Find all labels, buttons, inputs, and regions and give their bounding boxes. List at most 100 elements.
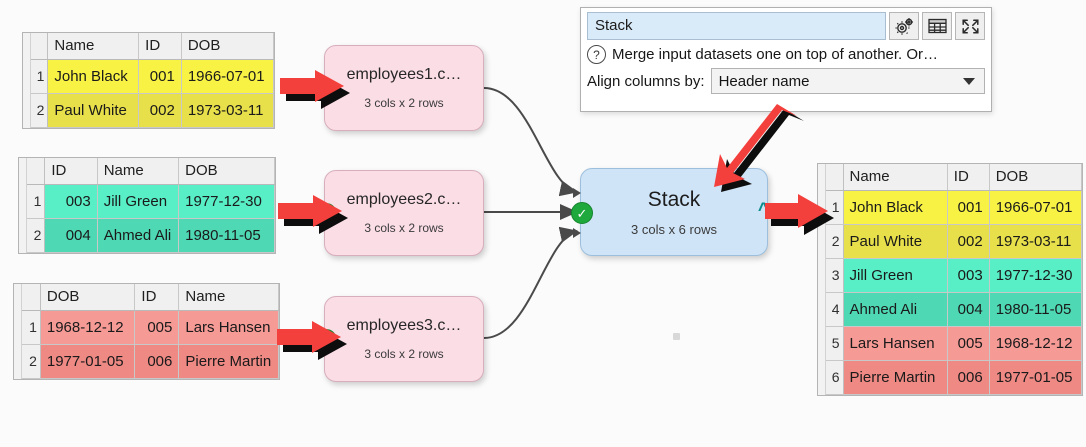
table-icon[interactable] <box>922 12 952 40</box>
cell-id[interactable]: 004 <box>44 218 98 253</box>
column-header[interactable]: Name <box>47 33 140 60</box>
table-row[interactable]: 2 Paul White 002 1973-03-11 <box>825 224 1083 259</box>
node-subtitle: 3 cols x 2 rows <box>364 221 444 235</box>
cell-name[interactable]: Lars Hansen <box>843 326 948 361</box>
cell-name[interactable]: Paul White <box>47 93 140 128</box>
cell-name[interactable]: Ahmed Ali <box>843 292 948 327</box>
column-header[interactable]: ID <box>947 164 990 191</box>
status-ok-icon: ✓ <box>571 202 593 224</box>
cell-id[interactable]: 006 <box>134 344 180 379</box>
row-number: 2 <box>825 224 844 259</box>
table-row[interactable]: 2 Paul White 002 1973-03-11 <box>30 93 275 128</box>
cell-dob[interactable]: 1966-07-01 <box>989 190 1083 225</box>
gears-icon[interactable] <box>889 12 919 40</box>
input-port-1[interactable] <box>573 188 581 198</box>
cell-name[interactable]: Jill Green <box>843 258 948 293</box>
cell-dob[interactable]: 1980-11-05 <box>989 292 1083 327</box>
column-header[interactable]: ID <box>44 158 98 185</box>
row-number: 5 <box>825 326 844 361</box>
input-table-employees1[interactable]: Name ID DOB 1 John Black 001 1966-07-01 … <box>22 32 275 129</box>
table-row[interactable]: 2 1977-01-05 006 Pierre Martin <box>21 344 279 379</box>
table-row[interactable]: 1 John Black 001 1966-07-01 <box>30 59 275 94</box>
table-row[interactable]: 4 Ahmed Ali 004 1980-11-05 <box>825 292 1083 327</box>
corner-cell <box>21 284 41 311</box>
table-row[interactable]: 5 Lars Hansen 005 1968-12-12 <box>825 326 1083 361</box>
table2-scrollbar[interactable] <box>19 158 27 253</box>
question-icon[interactable]: ? <box>587 45 606 64</box>
cell-name[interactable]: Lars Hansen <box>178 310 279 345</box>
cell-id[interactable]: 006 <box>947 360 990 395</box>
status-ok-icon: ✓ <box>315 203 337 225</box>
corner-cell <box>825 164 844 191</box>
table-row[interactable]: 6 Pierre Martin 006 1977-01-05 <box>825 360 1083 395</box>
input-table-employees3[interactable]: DOB ID Name 1 1968-12-12 005 Lars Hansen… <box>13 283 280 380</box>
column-header[interactable]: Name <box>97 158 180 185</box>
column-header[interactable]: DOB <box>989 164 1083 191</box>
cell-dob[interactable]: 1977-12-30 <box>178 184 275 219</box>
cell-id[interactable]: 004 <box>947 292 990 327</box>
output-table-scrollbar[interactable] <box>818 164 826 395</box>
column-header[interactable]: ID <box>138 33 182 60</box>
node-stack[interactable]: ✓ Stack 3 cols x 6 rows ^ <box>571 168 769 256</box>
cell-id[interactable]: 005 <box>134 310 180 345</box>
expand-icon[interactable] <box>955 12 985 40</box>
cell-name[interactable]: Ahmed Ali <box>97 218 180 253</box>
cell-dob[interactable]: 1977-01-05 <box>989 360 1083 395</box>
column-header[interactable]: Name <box>843 164 948 191</box>
node-title: employees3.c… <box>346 317 462 334</box>
cell-name[interactable]: John Black <box>47 59 140 94</box>
node-name-input[interactable]: Stack <box>587 12 886 40</box>
table-row[interactable]: 2 004 Ahmed Ali 1980-11-05 <box>26 218 275 253</box>
node-title: Stack <box>647 187 701 211</box>
cell-id[interactable]: 003 <box>44 184 98 219</box>
table-row[interactable]: 1 1968-12-12 005 Lars Hansen <box>21 310 279 345</box>
cell-name[interactable]: Pierre Martin <box>843 360 948 395</box>
cell-dob[interactable]: 1980-11-05 <box>178 218 275 253</box>
input-table-employees2[interactable]: ID Name DOB 1 003 Jill Green 1977-12-30 … <box>18 157 276 254</box>
node-settings-panel[interactable]: Stack <box>580 7 992 112</box>
cell-dob[interactable]: 1977-12-30 <box>989 258 1083 293</box>
cell-id[interactable]: 001 <box>947 190 990 225</box>
column-header[interactable]: DOB <box>181 33 275 60</box>
node-employees1[interactable]: ✓ employees1.c… 3 cols x 2 rows <box>315 45 484 131</box>
cell-id[interactable]: 002 <box>138 93 182 128</box>
align-columns-select[interactable]: Header name <box>710 68 985 94</box>
cell-name[interactable]: Pierre Martin <box>178 344 279 379</box>
panel-name-row: Stack <box>581 8 991 44</box>
row-number: 6 <box>825 360 844 395</box>
cell-dob[interactable]: 1968-12-12 <box>40 310 136 345</box>
cell-dob[interactable]: 1973-03-11 <box>989 224 1083 259</box>
column-header[interactable]: DOB <box>40 284 136 311</box>
cell-dob[interactable]: 1973-03-11 <box>181 93 275 128</box>
table-row[interactable]: 1 003 Jill Green 1977-12-30 <box>26 184 275 219</box>
cell-id[interactable]: 001 <box>138 59 182 94</box>
node-title: employees2.c… <box>346 191 462 208</box>
cell-name[interactable]: Paul White <box>843 224 948 259</box>
table3-scrollbar[interactable] <box>14 284 22 379</box>
table-row[interactable]: 3 Jill Green 003 1977-12-30 <box>825 258 1083 293</box>
cell-dob[interactable]: 1968-12-12 <box>989 326 1083 361</box>
node-employees2[interactable]: ✓ employees2.c… 3 cols x 2 rows <box>315 170 484 256</box>
cell-name[interactable]: John Black <box>843 190 948 225</box>
corner-cell <box>30 33 49 60</box>
table1-scrollbar[interactable] <box>23 33 31 128</box>
cell-name[interactable]: Jill Green <box>97 184 180 219</box>
output-caret-icon[interactable]: ^ <box>757 200 769 221</box>
table-row[interactable]: 1 John Black 001 1966-07-01 <box>825 190 1083 225</box>
column-header[interactable]: Name <box>178 284 279 311</box>
input-port-3[interactable] <box>573 228 581 238</box>
row-number: 1 <box>825 190 844 225</box>
cell-id[interactable]: 002 <box>947 224 990 259</box>
cell-id[interactable]: 003 <box>947 258 990 293</box>
chevron-down-icon <box>963 78 975 85</box>
column-header[interactable]: ID <box>134 284 180 311</box>
output-table-stack[interactable]: Name ID DOB 1 John Black 001 1966-07-01 … <box>817 163 1083 396</box>
node-subtitle: 3 cols x 2 rows <box>364 96 444 110</box>
cell-dob[interactable]: 1977-01-05 <box>40 344 136 379</box>
column-header[interactable]: DOB <box>178 158 275 185</box>
cell-dob[interactable]: 1966-07-01 <box>181 59 275 94</box>
row-number: 1 <box>21 310 41 345</box>
cell-id[interactable]: 005 <box>947 326 990 361</box>
node-employees3[interactable]: ✓ employees3.c… 3 cols x 2 rows <box>315 296 484 382</box>
row-number: 2 <box>30 93 49 128</box>
